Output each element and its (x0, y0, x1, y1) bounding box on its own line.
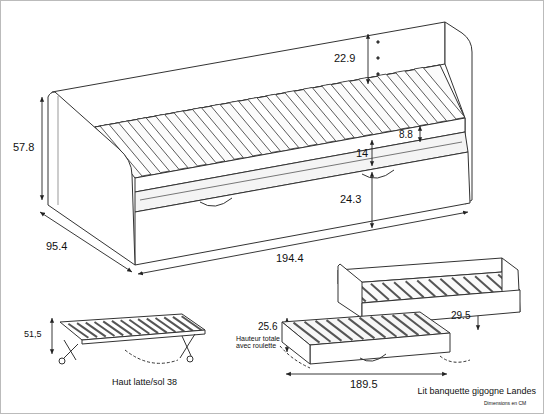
raised-trundle (59, 314, 205, 364)
note-text: Hauteur totale avec roulette (236, 335, 284, 350)
dimension-label: 51,5 (24, 330, 42, 339)
slat (121, 320, 141, 334)
slat (77, 323, 97, 337)
motion-arc (125, 350, 178, 363)
slat (129, 320, 149, 334)
slat (182, 316, 202, 330)
slat (156, 318, 176, 332)
dimension-label: 194.4 (276, 253, 304, 265)
trundle-front (310, 333, 450, 364)
trundle-front (135, 152, 470, 265)
dimension-label: 189.5 (350, 379, 378, 391)
slat (404, 314, 430, 334)
left-end (338, 264, 362, 318)
dimension-label: 24.3 (340, 194, 361, 206)
dimension-label: 57.8 (13, 142, 34, 154)
dimension-label: 22.9 (334, 53, 355, 65)
slat (147, 319, 167, 333)
dimension-label: 25.6 (258, 322, 277, 333)
slat (305, 322, 331, 342)
slat (95, 322, 115, 336)
dimension-label: 8.8 (399, 130, 413, 141)
dimension-label: 95.4 (46, 241, 67, 253)
slat (338, 319, 364, 339)
trundle-end (282, 322, 310, 364)
slat (164, 317, 184, 331)
slat (327, 320, 353, 340)
caption: Lit banquette gigogne Landes (417, 387, 536, 396)
slat (103, 321, 123, 335)
trundle-side (82, 330, 205, 344)
dimension-label: 14 (356, 148, 368, 160)
dimension-label: Haut latte/sol 38 (112, 378, 177, 387)
slat (316, 321, 342, 341)
slat (360, 318, 386, 338)
slat (349, 318, 375, 338)
slat (138, 319, 158, 333)
slat (68, 324, 88, 338)
bed-pulled-trundle (280, 258, 520, 368)
dimension-label: Dimensions en CM (484, 401, 526, 406)
left-end-panel (48, 92, 135, 265)
slat (393, 315, 419, 335)
slat (173, 317, 193, 331)
slat (86, 323, 106, 337)
dimension-lines (40, 34, 478, 374)
panel-edge (58, 96, 59, 205)
dimension-label: 29.5 (451, 311, 470, 322)
slat (112, 321, 132, 335)
handle-cutout (362, 170, 394, 178)
slat (382, 316, 408, 336)
slat (371, 317, 397, 337)
slat (415, 313, 441, 333)
main-bed (48, 22, 472, 265)
handle-cutout (200, 198, 232, 206)
